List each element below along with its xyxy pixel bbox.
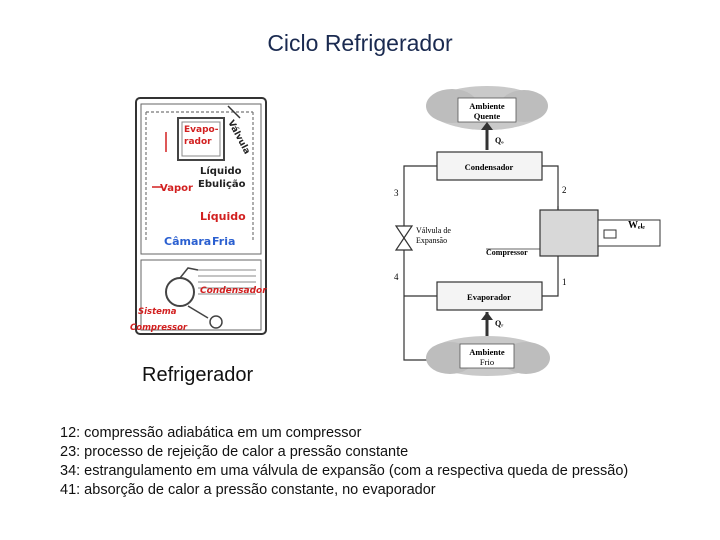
- legend-line-12: 12: compressão adiabática em um compress…: [60, 425, 362, 441]
- fridge-label-vapor: Vapor: [160, 183, 193, 194]
- fridge-label-ebulicao: Ebulição: [198, 179, 246, 190]
- state-point-2: 2: [562, 185, 567, 195]
- process-legend: 12: compressão adiabática em um compress…: [60, 424, 710, 500]
- valve-label-2: Expansão: [416, 236, 447, 245]
- q-hot-label: Qₒ: [495, 136, 504, 145]
- valve-label-1: Válvula de: [416, 226, 451, 235]
- fridge-label-sistema: Sistema: [138, 307, 177, 317]
- q-cold-label: Qᵣ: [495, 319, 503, 328]
- cold-ambient-cloud: [426, 336, 550, 376]
- refrigerator-illustration: Evapo- rador Válvula Líquido Ebulição Va…: [130, 97, 267, 335]
- evaporator-label: Evaporador: [467, 292, 511, 302]
- legend-line-41: 41: absorção de calor a pressão constant…: [60, 482, 436, 498]
- state-point-1: 1: [562, 277, 567, 287]
- page-title: Ciclo Refrigerador: [267, 30, 453, 56]
- expansion-valve-symbol: [394, 225, 414, 240]
- hot-ambient-cloud: [426, 86, 548, 130]
- legend-line-23: 23: processo de rejeição de calor a pres…: [60, 444, 409, 460]
- fridge-label-evaporador-2: rador: [184, 137, 212, 147]
- fridge-label-fria: Fria: [212, 235, 235, 248]
- compressor-box: [539, 209, 599, 257]
- refrigeration-cycle-diagram: Ambiente Quente Qₒ Condensador Válvula d…: [394, 86, 661, 376]
- condenser-label: Condensador: [465, 162, 514, 172]
- work-input-label: Wₑₗₑ: [628, 220, 645, 231]
- hot-ambient-label-2: Quente: [474, 111, 501, 121]
- condenser-box: [436, 151, 543, 181]
- fridge-label-compressor: Compressor: [130, 323, 188, 333]
- refrigerator-caption: Refrigerador: [142, 364, 254, 386]
- state-point-4: 4: [394, 272, 399, 282]
- fridge-label-liquido-top: Líquido: [200, 165, 242, 177]
- fridge-label-condensador: Condensador: [200, 286, 267, 296]
- hot-ambient-label-1: Ambiente: [469, 101, 505, 111]
- compressor-label: Compressor: [486, 248, 528, 257]
- state-point-3: 3: [394, 188, 399, 198]
- cold-ambient-label-2: Frio: [480, 357, 494, 367]
- fridge-label-camara: Câmara: [164, 235, 211, 248]
- legend-line-34: 34: estrangulamento em uma válvula de ex…: [60, 463, 629, 479]
- cold-ambient-label-1: Ambiente: [469, 347, 505, 357]
- fridge-label-liquido-mid: Líquido: [200, 210, 246, 223]
- fridge-label-evaporador-1: Evapo-: [184, 125, 219, 135]
